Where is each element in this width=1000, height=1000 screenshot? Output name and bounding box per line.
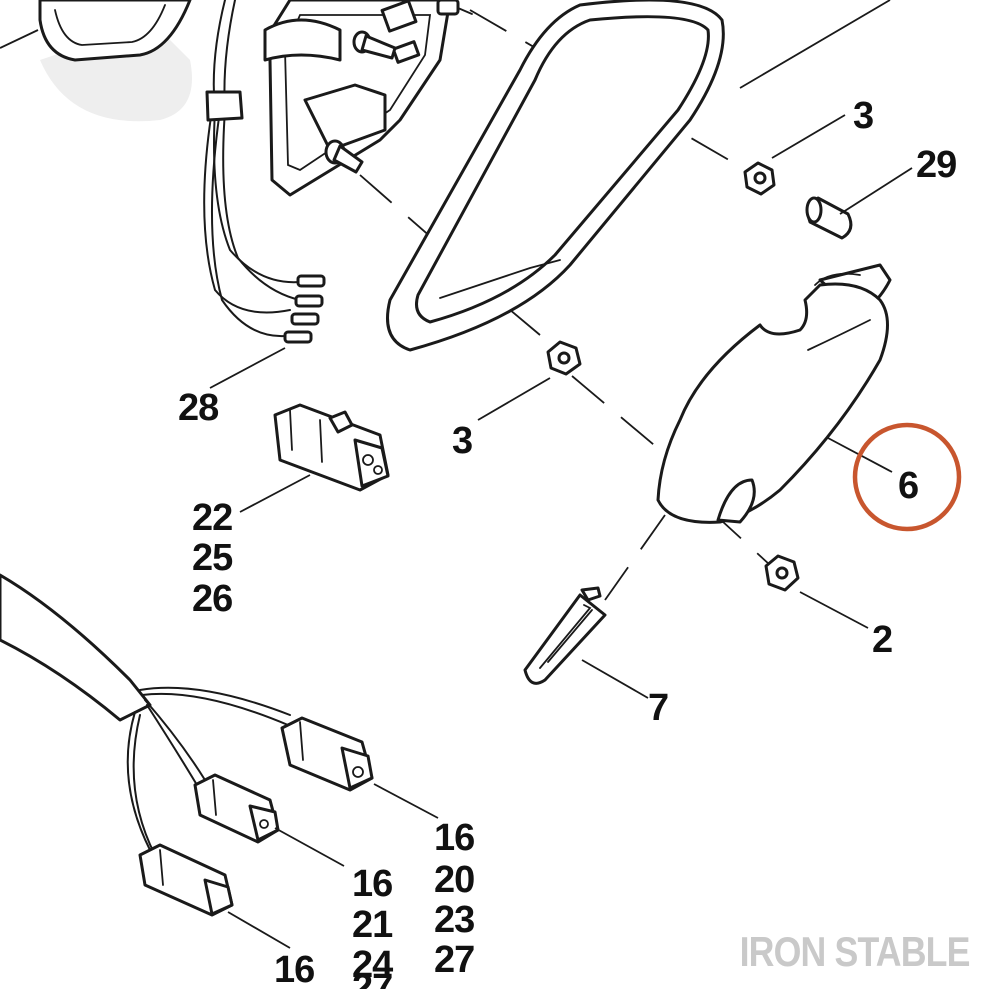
light-cover-6: [656, 263, 892, 524]
connector-22: [273, 403, 390, 492]
callout-2: 2: [872, 619, 892, 661]
callout-29: 29: [916, 144, 956, 186]
callout-16-middle: 16: [352, 863, 392, 905]
watermark: IRON STABLE: [740, 928, 971, 975]
cap-29: [805, 196, 853, 240]
nut-3-middle: [546, 340, 582, 376]
callout-20: 20: [434, 859, 474, 901]
callout-7: 7: [648, 687, 668, 729]
callout-27-upper: 27: [434, 939, 474, 981]
callout-25: 25: [192, 537, 233, 579]
callout-23: 23: [434, 899, 474, 941]
callout-22: 22: [192, 497, 232, 539]
stud-middle: [352, 30, 397, 60]
callout-6: 6: [898, 465, 918, 507]
reflector-7: [523, 586, 607, 685]
callout-24: 24: [352, 944, 393, 986]
connector-16-middle: [193, 773, 280, 844]
callout-16-upper: 16: [434, 817, 474, 859]
callout-3-top: 3: [853, 95, 873, 137]
bracket-studs: [324, 0, 473, 174]
nut-2: [764, 554, 800, 592]
mounting-bracket: [263, 0, 452, 197]
callout-leaders: [209, 114, 913, 949]
callout-21: 21: [352, 904, 393, 946]
plate-frame: [386, 0, 725, 352]
connector-16-upper: [280, 716, 374, 792]
stud-lower: [324, 139, 364, 174]
nut-3-top: [743, 161, 776, 196]
callout-numbers: 3 29 28 3 6 22 25 26 2 7 16 20 23 27 16 …: [178, 95, 957, 1000]
wire-harness-28: [203, 0, 326, 344]
stud-top: [436, 0, 473, 16]
callout-26: 26: [192, 578, 232, 620]
highlight-ring: [852, 422, 962, 532]
wire-terminals: [283, 274, 326, 344]
callout-16-lower: 16: [274, 949, 314, 991]
callout-27-lower: 27: [352, 967, 392, 1000]
callout-28: 28: [178, 387, 218, 429]
callout-3-middle: 3: [452, 420, 472, 462]
lamp-housing: [38, 0, 192, 62]
connector-16-lower: [138, 843, 234, 917]
main-harness: [0, 573, 291, 856]
